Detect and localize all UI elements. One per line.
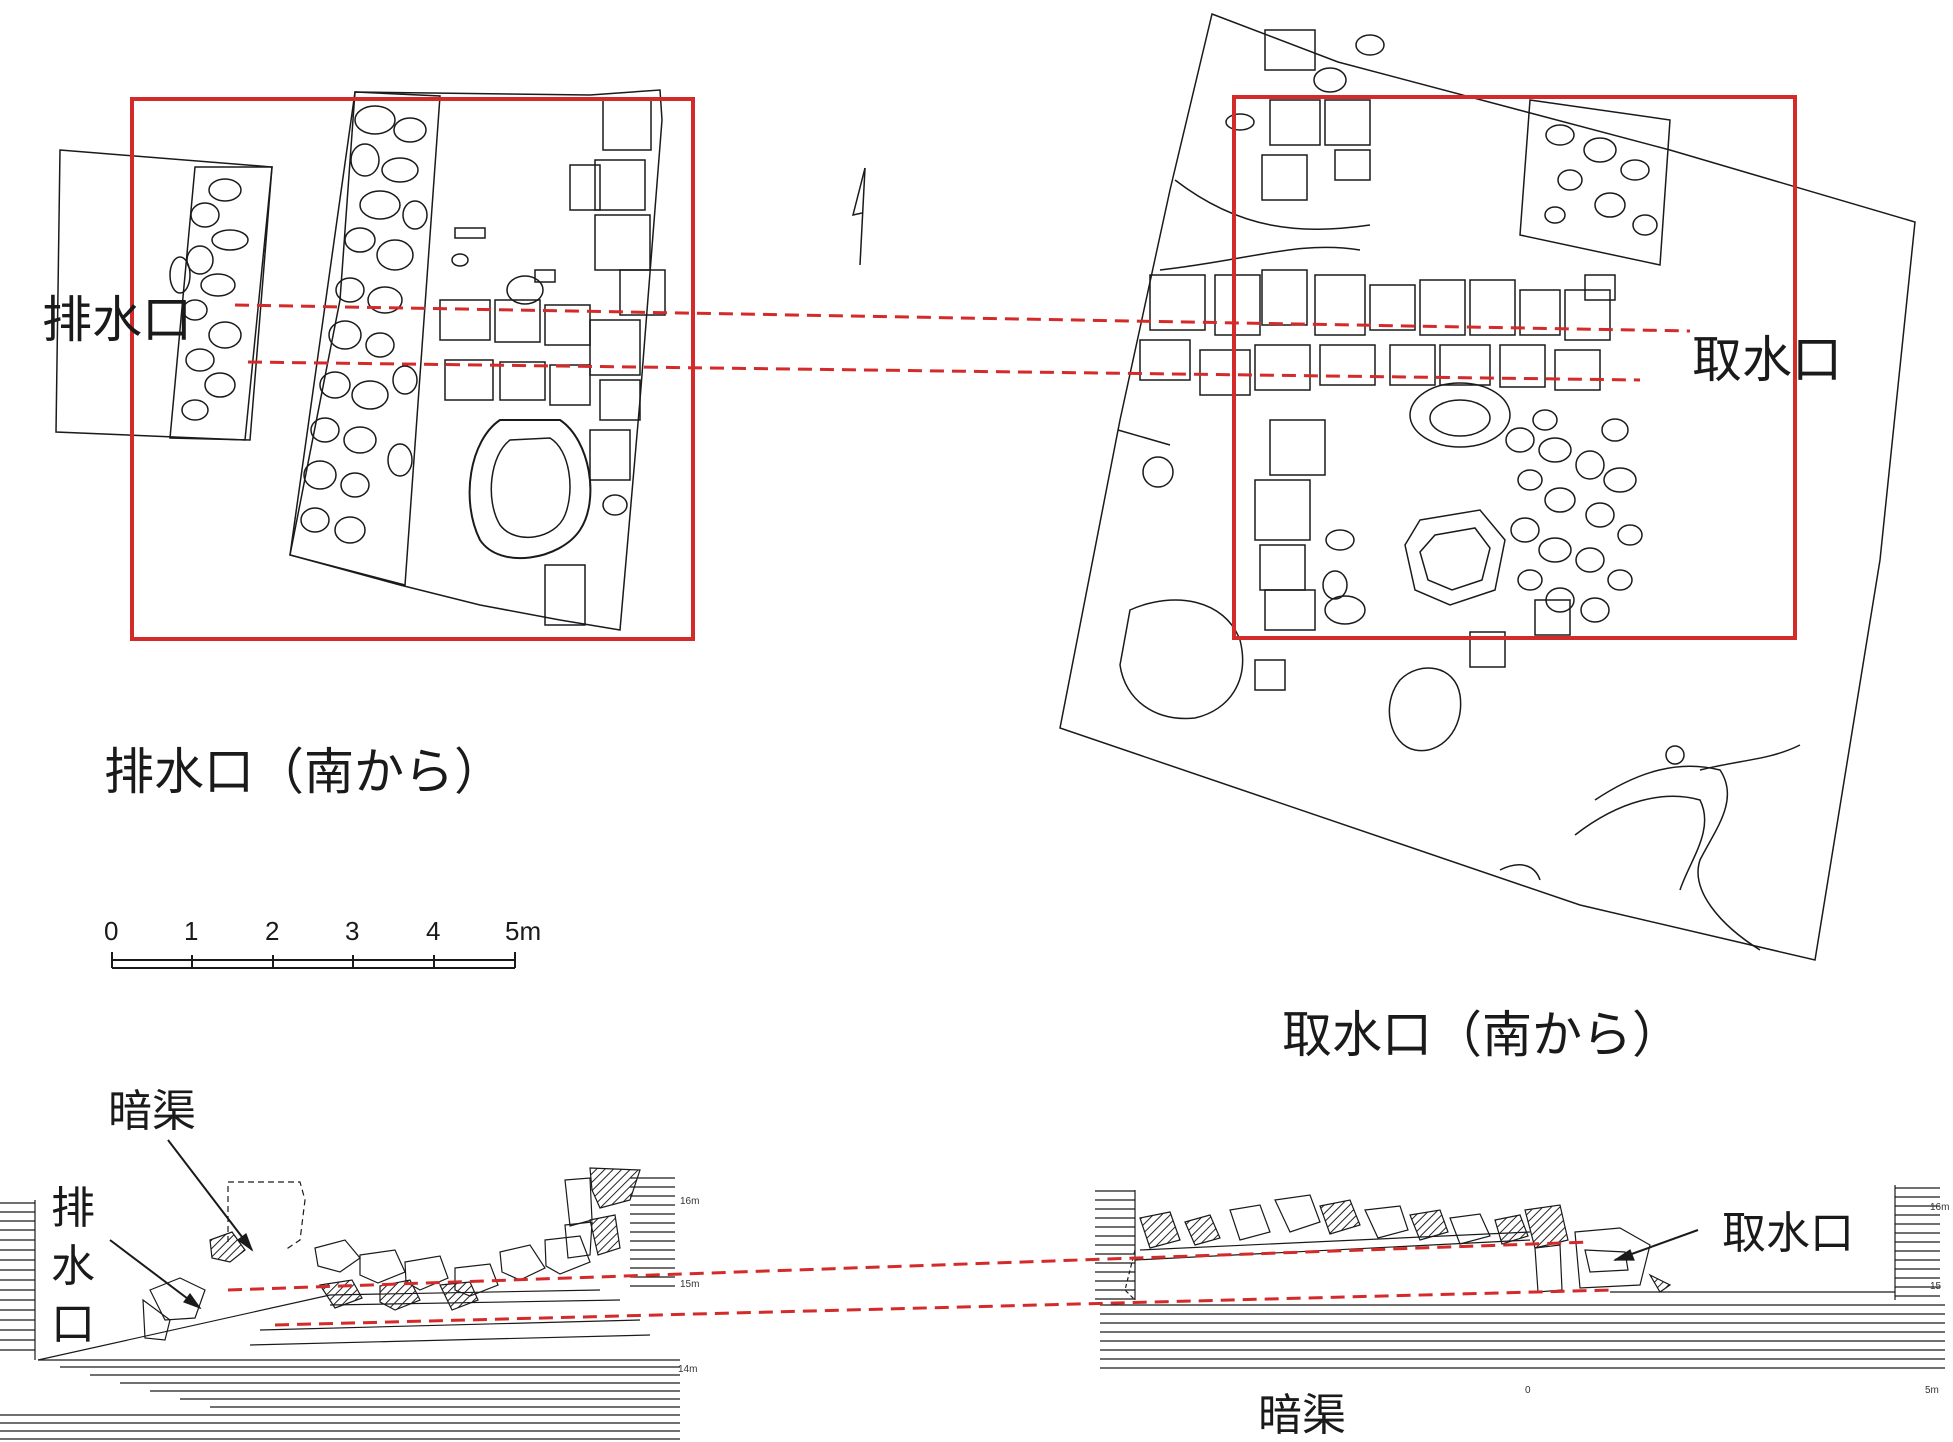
- scale-tick-2: 2: [265, 916, 280, 946]
- drain-outlet-caption: 排水口（南から）: [104, 743, 504, 801]
- section-correlation-lines: [227, 1240, 1613, 1327]
- right-section-scale-0: 0: [1525, 1385, 1531, 1396]
- water-intake-label: 取水口: [1692, 331, 1842, 389]
- north-arrow: [851, 167, 866, 266]
- water-intake-caption: 取水口（南から）: [1282, 1006, 1682, 1064]
- culvert-label-top: 暗渠: [108, 1086, 196, 1137]
- scale-tick-4: 4: [426, 916, 441, 946]
- water-intake-section-label: 取水口: [1722, 1208, 1854, 1259]
- drain-outlet-section: [0, 1139, 680, 1440]
- drain-outlet-vertical-label: 排水口: [51, 1183, 95, 1350]
- drain-outlet-plan: [55, 89, 666, 631]
- drain-outlet-label: 排水口: [42, 291, 192, 349]
- culvert-label-bottom: 暗渠: [1258, 1390, 1346, 1441]
- water-intake-plan: [1059, 12, 1916, 961]
- right-section-15: 15: [1930, 1281, 1942, 1292]
- scale-tick-0: 0: [104, 916, 119, 946]
- scale-tick-1: 1: [184, 916, 199, 946]
- water-intake-section: [1095, 1185, 1945, 1369]
- left-section-15m: 15m: [680, 1279, 700, 1290]
- scale-tick-5m: 5m: [505, 916, 542, 946]
- plan-correlation-lines: [234, 303, 1691, 382]
- water-intake-highlight-box: [1232, 95, 1797, 640]
- left-section-16m: 16m: [680, 1196, 700, 1207]
- right-section-scale-5m: 5m: [1925, 1385, 1939, 1396]
- right-section-16m: 16m: [1930, 1202, 1950, 1213]
- left-section-14m: 14m: [678, 1364, 698, 1375]
- scale-tick-3: 3: [345, 916, 360, 946]
- scale-bar: [111, 952, 516, 969]
